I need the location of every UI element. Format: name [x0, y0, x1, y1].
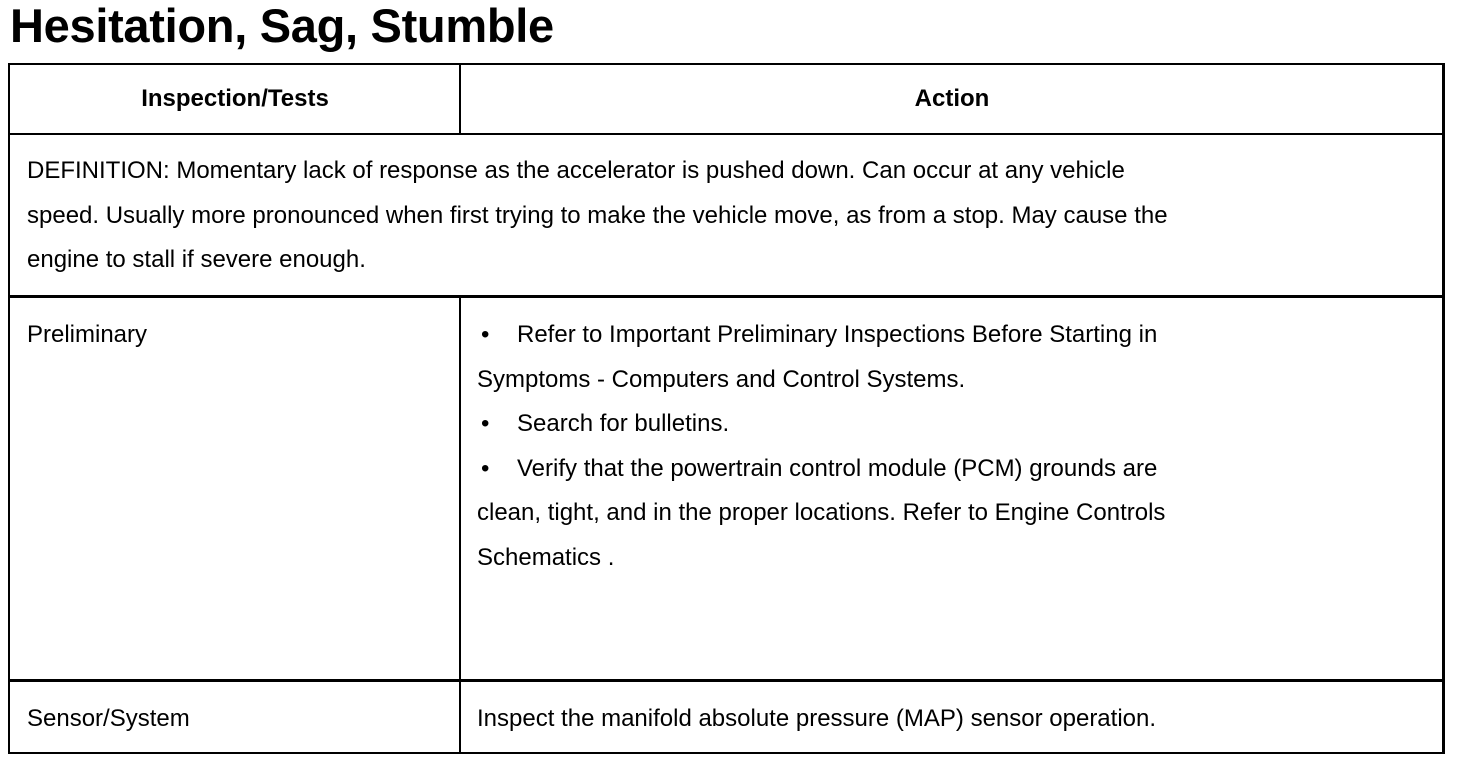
preliminary-actions: • Refer to Important Preliminary Inspecti… [477, 313, 1427, 580]
header-action: Action [914, 85, 990, 112]
document-title: Hesitation, Sag, Stumble [10, 0, 554, 52]
symptom-table: Inspection/Tests Action DEFINITION: Mome… [8, 63, 1445, 754]
row-divider [10, 679, 1442, 682]
preliminary-label: Preliminary [27, 321, 148, 348]
column-divider-body [459, 297, 461, 752]
action-bullet-item: • Search for bulletins. [477, 402, 1427, 447]
column-divider-header [459, 65, 461, 135]
action-text-continued: Schematics . [477, 543, 615, 571]
definition-divider [10, 295, 1442, 298]
action-bullet-item: • Refer to Important Preliminary Inspecti… [477, 313, 1427, 358]
header-divider [10, 133, 1442, 135]
action-text-continued: clean, tight, and in the proper location… [477, 499, 1166, 526]
action-text: Search for bulletins. [517, 410, 730, 437]
definition-line: DEFINITION: Momentary lack of response a… [27, 157, 1125, 184]
sensor-system-label: Sensor/System [27, 705, 190, 732]
sensor-system-action: Inspect the manifold absolute pressure (… [477, 705, 1157, 732]
bullet-icon: • [481, 454, 490, 482]
action-bullet-item: • Verify that the powertrain control modu… [477, 447, 1427, 492]
bullet-icon: • [481, 410, 490, 437]
action-text: Verify that the powertrain control modul… [517, 454, 1158, 482]
definition-line: speed. Usually more pronounced when firs… [27, 201, 1168, 229]
action-text-continued: Symptoms - Computers and Control Systems… [477, 365, 966, 393]
header-inspection-tests: Inspection/Tests [141, 85, 329, 112]
definition-line: engine to stall if severe enough. [27, 246, 366, 273]
bullet-icon: • [481, 321, 490, 348]
action-text: Refer to Important Preliminary Inspectio… [517, 321, 1158, 348]
definition-text: DEFINITION: Momentary lack of response a… [27, 149, 1427, 283]
